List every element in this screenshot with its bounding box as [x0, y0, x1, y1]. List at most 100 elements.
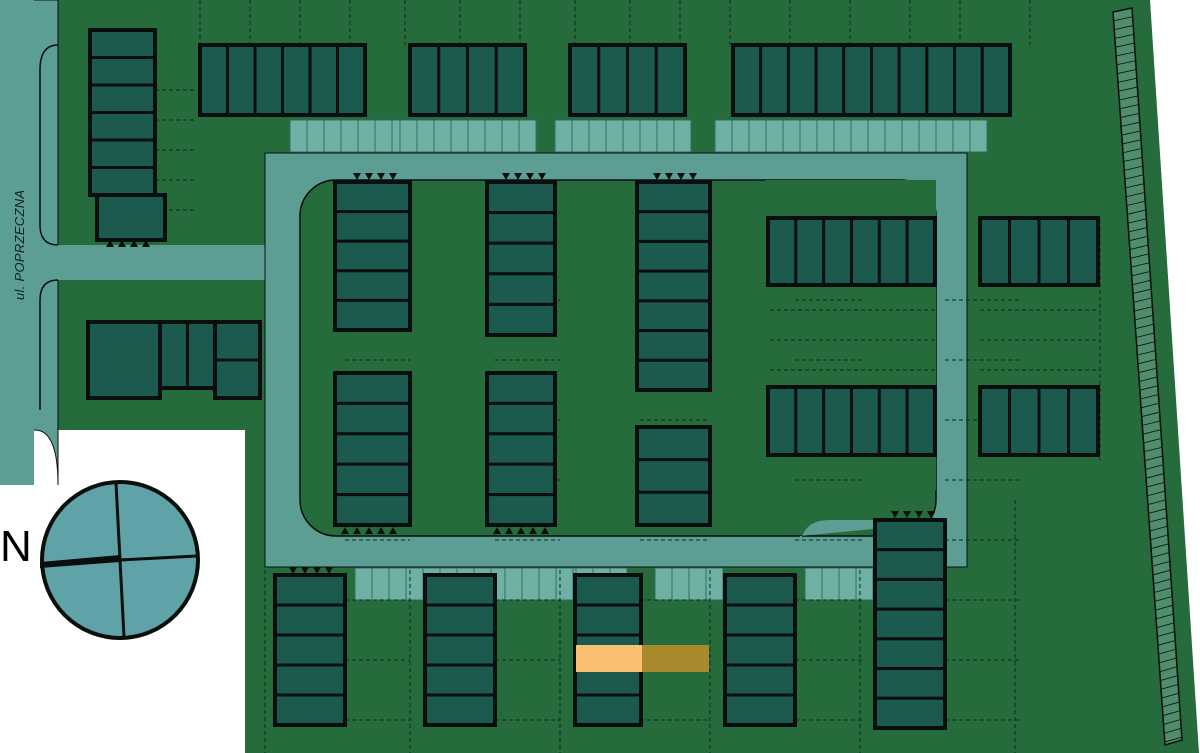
- housing-unit[interactable]: [597, 43, 629, 117]
- housing-unit[interactable]: [437, 43, 469, 117]
- housing-unit[interactable]: [766, 216, 798, 287]
- housing-unit[interactable]: [723, 633, 797, 667]
- housing-unit[interactable]: [88, 111, 157, 142]
- housing-unit[interactable]: [873, 518, 947, 552]
- highlighted-unit[interactable]: [576, 645, 642, 672]
- housing-unit[interactable]: [905, 216, 937, 287]
- housing-unit[interactable]: [273, 633, 347, 667]
- housing-unit[interactable]: [635, 239, 712, 273]
- housing-unit[interactable]: [635, 329, 712, 362]
- housing-unit[interactable]: [88, 56, 157, 87]
- housing-unit[interactable]: [485, 432, 557, 466]
- housing-unit[interactable]: [723, 573, 797, 607]
- housing-unit[interactable]: [568, 43, 601, 117]
- housing-unit[interactable]: [873, 548, 947, 581]
- housing-unit[interactable]: [186, 320, 217, 390]
- housing-unit[interactable]: [485, 371, 557, 405]
- housing-unit[interactable]: [198, 43, 229, 117]
- housing-unit[interactable]: [850, 385, 881, 457]
- housing-unit[interactable]: [1008, 385, 1041, 457]
- housing-unit[interactable]: [485, 180, 557, 215]
- housing-unit[interactable]: [273, 573, 347, 607]
- housing-unit[interactable]: [333, 401, 412, 436]
- housing-unit[interactable]: [786, 43, 818, 117]
- housing-unit[interactable]: [873, 696, 947, 730]
- highlighted-unit-garden[interactable]: [642, 645, 709, 672]
- housing-unit[interactable]: [253, 43, 284, 117]
- housing-unit[interactable]: [333, 180, 412, 214]
- housing-unit[interactable]: [635, 269, 712, 303]
- housing-unit[interactable]: [333, 239, 412, 273]
- housing-unit[interactable]: [88, 28, 157, 59]
- housing-unit[interactable]: [1067, 216, 1100, 287]
- housing-unit[interactable]: [333, 493, 412, 527]
- housing-unit[interactable]: [423, 693, 497, 727]
- housing-unit[interactable]: [158, 320, 189, 390]
- housing-unit[interactable]: [978, 385, 1011, 457]
- housing-unit[interactable]: [925, 43, 957, 117]
- housing-unit[interactable]: [842, 43, 873, 117]
- housing-unit[interactable]: [635, 458, 712, 494]
- housing-unit[interactable]: [873, 637, 947, 671]
- housing-unit[interactable]: [88, 83, 157, 114]
- housing-unit[interactable]: [95, 193, 167, 242]
- housing-unit[interactable]: [333, 210, 412, 243]
- housing-unit[interactable]: [654, 43, 687, 117]
- housing-unit[interactable]: [877, 385, 909, 457]
- housing-unit[interactable]: [485, 302, 557, 337]
- housing-unit[interactable]: [635, 299, 712, 333]
- housing-unit[interactable]: [822, 216, 854, 287]
- housing-unit[interactable]: [485, 211, 557, 245]
- housing-unit[interactable]: [980, 43, 1012, 117]
- housing-unit[interactable]: [333, 298, 412, 332]
- housing-unit[interactable]: [978, 216, 1011, 287]
- housing-unit[interactable]: [1037, 216, 1070, 287]
- housing-unit[interactable]: [1008, 216, 1041, 287]
- housing-unit[interactable]: [423, 603, 497, 637]
- housing-unit[interactable]: [485, 462, 557, 497]
- housing-unit[interactable]: [822, 385, 854, 457]
- housing-unit[interactable]: [573, 573, 643, 607]
- housing-unit[interactable]: [877, 216, 909, 287]
- housing-unit[interactable]: [88, 138, 157, 169]
- housing-unit[interactable]: [273, 603, 347, 637]
- housing-unit[interactable]: [873, 607, 947, 641]
- housing-unit[interactable]: [626, 43, 658, 117]
- housing-unit[interactable]: [723, 603, 797, 637]
- housing-unit[interactable]: [794, 385, 826, 457]
- housing-unit[interactable]: [635, 180, 712, 214]
- housing-unit[interactable]: [333, 269, 412, 302]
- housing-unit[interactable]: [485, 241, 557, 276]
- housing-unit[interactable]: [423, 663, 497, 697]
- housing-unit[interactable]: [485, 493, 557, 527]
- housing-unit[interactable]: [86, 320, 162, 400]
- housing-unit[interactable]: [88, 166, 157, 197]
- housing-unit[interactable]: [1067, 385, 1100, 457]
- housing-unit[interactable]: [213, 358, 262, 400]
- housing-unit[interactable]: [494, 43, 527, 117]
- housing-unit[interactable]: [873, 577, 947, 611]
- housing-unit[interactable]: [723, 693, 797, 727]
- housing-unit[interactable]: [336, 43, 367, 117]
- housing-unit[interactable]: [814, 43, 846, 117]
- housing-unit[interactable]: [731, 43, 763, 117]
- housing-unit[interactable]: [635, 425, 712, 462]
- housing-unit[interactable]: [423, 633, 497, 667]
- housing-unit[interactable]: [635, 490, 712, 527]
- housing-unit[interactable]: [408, 43, 441, 117]
- housing-unit[interactable]: [423, 573, 497, 607]
- housing-unit[interactable]: [635, 358, 712, 392]
- housing-unit[interactable]: [905, 385, 937, 457]
- housing-unit[interactable]: [897, 43, 929, 117]
- housing-unit[interactable]: [873, 667, 947, 700]
- housing-unit[interactable]: [723, 663, 797, 697]
- housing-unit[interactable]: [573, 603, 643, 637]
- housing-unit[interactable]: [273, 693, 347, 727]
- housing-unit[interactable]: [333, 432, 412, 466]
- housing-unit[interactable]: [273, 663, 347, 697]
- housing-unit[interactable]: [226, 43, 257, 117]
- housing-unit[interactable]: [281, 43, 312, 117]
- housing-unit[interactable]: [213, 320, 262, 362]
- housing-unit[interactable]: [766, 385, 798, 457]
- housing-unit[interactable]: [1037, 385, 1070, 457]
